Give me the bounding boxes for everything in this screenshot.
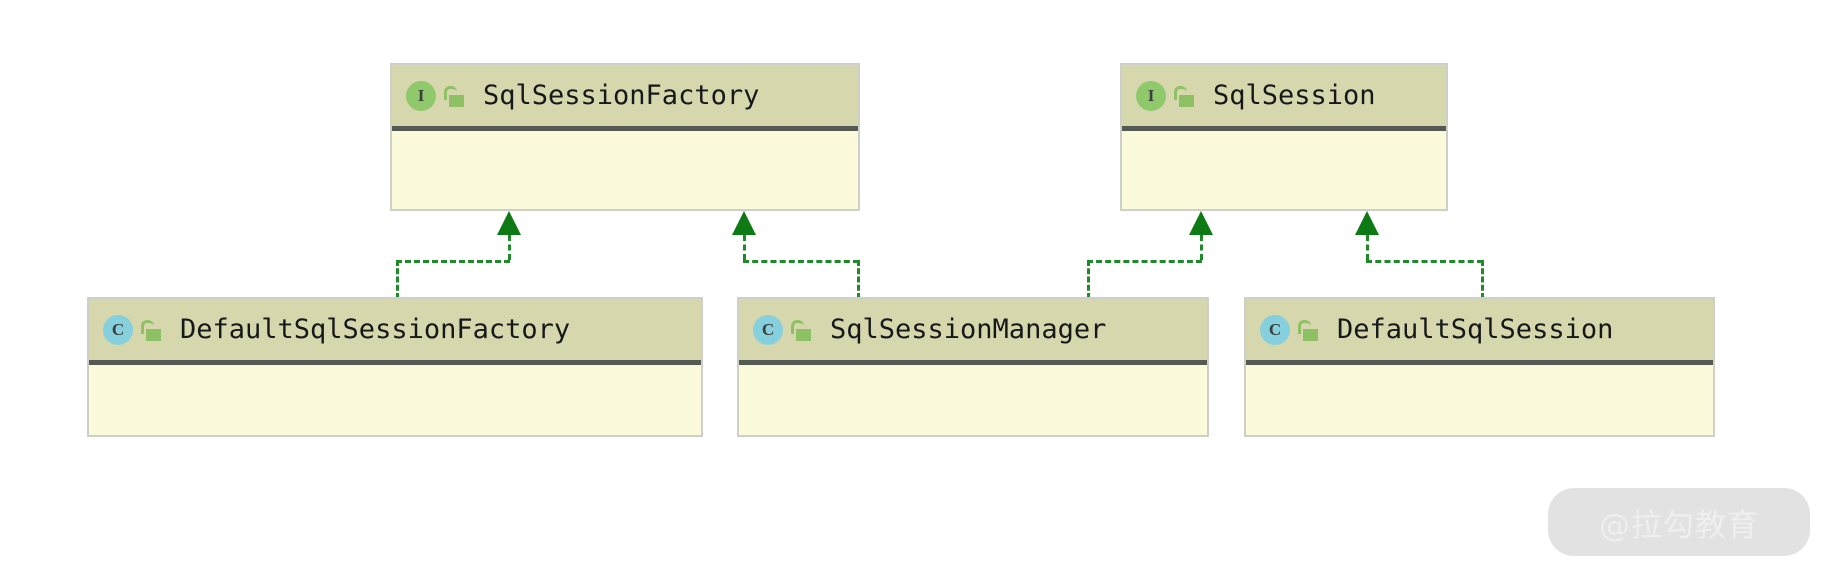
connector-horizontal-ssm-ss	[1087, 260, 1202, 263]
uml-node-header: C DefaultSqlSession	[1246, 299, 1713, 365]
uml-node-members-compartment	[89, 365, 701, 421]
uml-node-header: C SqlSessionManager	[739, 299, 1207, 365]
connector-vertical-ssm-ssf-stub	[743, 235, 746, 260]
connector-horizontal-dsf	[396, 260, 510, 263]
uml-node-default-sql-session-factory[interactable]: C DefaultSqlSessionFactory	[87, 297, 703, 437]
connector-vertical-dss-stub	[1366, 235, 1369, 260]
uml-node-title: DefaultSqlSession	[1337, 314, 1614, 345]
uml-node-sql-session[interactable]: I SqlSession	[1120, 63, 1448, 211]
uml-node-sql-session-manager[interactable]: C SqlSessionManager	[737, 297, 1209, 437]
unlock-icon	[790, 317, 812, 343]
connector-horizontal-ssm-ssf	[743, 260, 859, 263]
connector-horizontal-dss	[1366, 260, 1483, 263]
uml-node-members-compartment	[1246, 365, 1713, 421]
connector-vertical-ssm-ssf-drop	[857, 260, 860, 299]
uml-node-members-compartment	[1122, 131, 1446, 187]
connector-vertical-dsf-drop	[396, 260, 399, 299]
uml-node-default-sql-session[interactable]: C DefaultSqlSession	[1244, 297, 1715, 437]
uml-node-sql-session-factory[interactable]: I SqlSessionFactory	[390, 63, 860, 211]
uml-node-members-compartment	[392, 131, 858, 187]
connector-vertical-ssm-ss-stub	[1200, 235, 1203, 260]
class-icon: C	[1260, 314, 1290, 345]
connector-vertical-dss-drop	[1481, 260, 1484, 299]
uml-node-title: SqlSessionManager	[830, 314, 1107, 345]
uml-node-header: I SqlSessionFactory	[392, 65, 858, 131]
interface-icon: I	[1136, 80, 1166, 111]
realization-arrowhead-ssm-to-ss	[1189, 211, 1213, 235]
unlock-icon	[1173, 83, 1195, 109]
unlock-icon	[443, 83, 465, 109]
uml-node-header: C DefaultSqlSessionFactory	[89, 299, 701, 365]
realization-arrowhead-ssm-to-ssf	[732, 211, 756, 235]
uml-node-title: DefaultSqlSessionFactory	[180, 314, 571, 345]
unlock-icon	[140, 317, 162, 343]
connector-vertical-ssm-ss-drop	[1087, 260, 1090, 299]
realization-arrowhead-dss-to-ss	[1355, 211, 1379, 235]
watermark-text: @拉勾教育	[1599, 507, 1759, 544]
unlock-icon	[1297, 317, 1319, 343]
watermark: @拉勾教育	[1548, 488, 1810, 556]
uml-node-header: I SqlSession	[1122, 65, 1446, 131]
uml-node-title: SqlSessionFactory	[483, 80, 760, 111]
interface-icon: I	[406, 80, 436, 111]
class-icon: C	[753, 314, 783, 345]
connector-vertical-dsf-stub	[508, 235, 511, 260]
uml-node-title: SqlSession	[1213, 80, 1376, 111]
class-icon: C	[103, 314, 133, 345]
uml-node-members-compartment	[739, 365, 1207, 421]
realization-arrowhead-dsf-to-ssf	[497, 211, 521, 235]
